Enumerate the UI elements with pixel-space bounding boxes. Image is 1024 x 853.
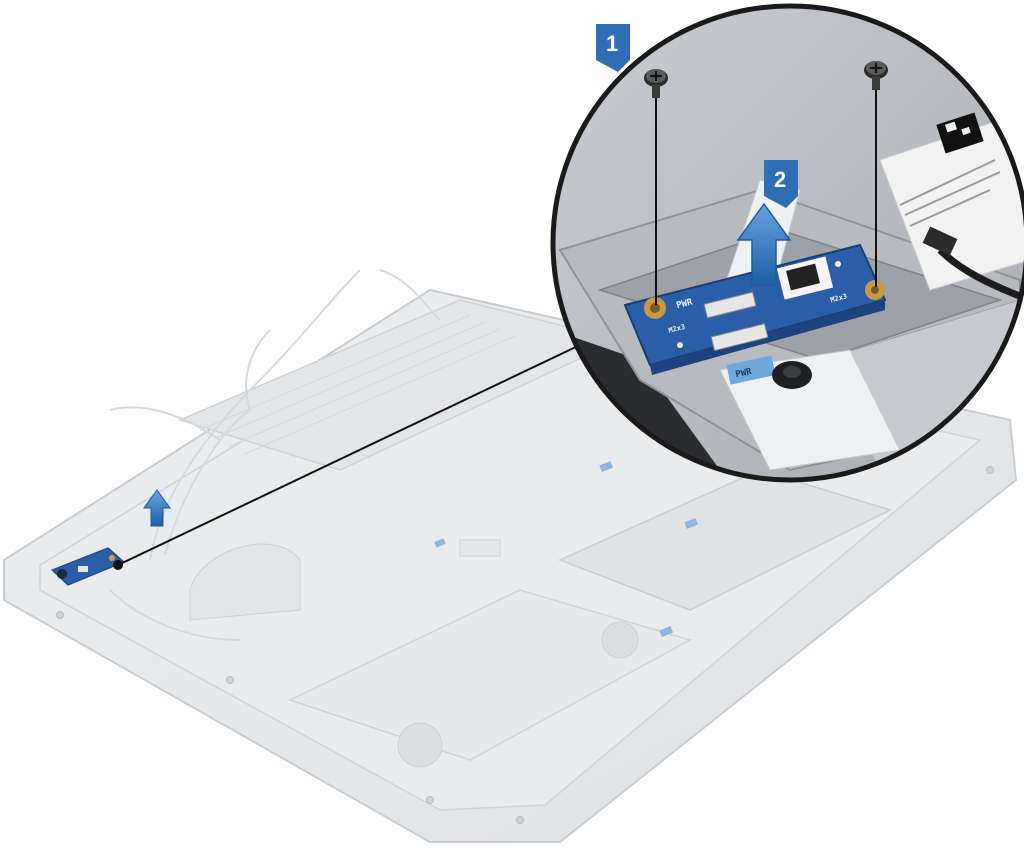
speaker-shield: [189, 543, 301, 621]
label-text-lines: [899, 159, 1001, 227]
step-1-number: 1: [606, 31, 618, 56]
ffc-blue-tab: [726, 355, 776, 385]
cable-pwr-label: PWR: [735, 367, 754, 380]
label-qr: [936, 112, 984, 154]
lift-arrow-icon: [736, 202, 792, 286]
step-2-number: 2: [774, 167, 786, 192]
callout-leader-line: [117, 344, 581, 566]
power-button-board: PWR M2x3 M2x3: [623, 243, 887, 375]
chassis-screws: [56, 466, 994, 824]
blue-tabs: [434, 460, 699, 637]
vent-fins: [199, 314, 516, 455]
board-connector-bottom: [710, 323, 769, 352]
lift-arrow-icon: [143, 489, 171, 527]
battery-cutout: [397, 722, 443, 768]
product-label: [879, 109, 1024, 291]
screw-icon: [644, 69, 668, 98]
screw-icon: [864, 61, 888, 90]
step-badge-icon: 2: [764, 160, 798, 208]
board-connector-top: [703, 291, 757, 319]
battery-cutout: [601, 621, 639, 659]
io-cable: [937, 247, 1024, 304]
step-badge-icon: 1: [596, 24, 630, 72]
ffc-cable-lower: [719, 349, 901, 471]
touchpad-area: [558, 469, 893, 611]
small-board-ghost: [459, 539, 501, 557]
io-connector: [922, 226, 958, 256]
screw-mark-right: M2x3: [830, 292, 848, 304]
callout-anchor-dot: [113, 560, 123, 570]
screw-mark-left: M2x3: [668, 323, 686, 335]
board-pwr-label: PWR: [675, 297, 694, 311]
callout-ring: [550, 3, 1024, 483]
zoom-callout: PWR PWR M2x3 M2x3: [550, 3, 1024, 483]
